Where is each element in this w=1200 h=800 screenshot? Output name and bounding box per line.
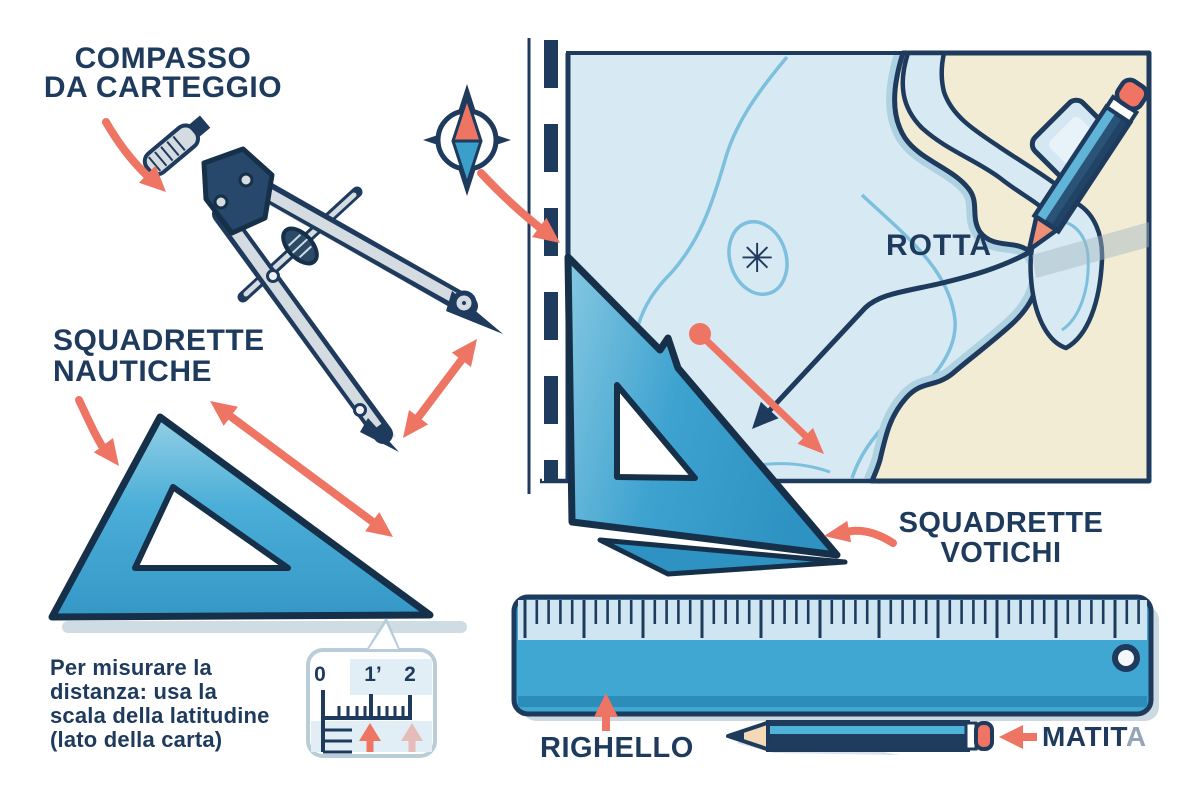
scale-arrow-solid <box>359 723 381 752</box>
note-line: Per misurare la <box>50 655 212 680</box>
note-line: scala della latitudine <box>50 703 270 728</box>
latitude-scale-strip <box>527 38 558 494</box>
label-squadrette-nautiche: SQUADRETTE NAUTICHE <box>53 325 265 387</box>
pencil-on-chart-icon <box>1026 77 1149 253</box>
arrow-squadrette2 <box>824 520 897 547</box>
label-squadrette-votichi: SQUADRETTE VOTICHI <box>878 508 1124 568</box>
set-square-hole <box>614 382 698 481</box>
ruler-icon <box>511 594 1159 721</box>
scale-number-one: 1’ <box>364 663 382 686</box>
route-line <box>752 249 1032 429</box>
rose-needle-south <box>451 139 483 186</box>
scale-number-two: 2 <box>404 663 416 686</box>
set-square-icon <box>48 413 467 633</box>
scale-arrow-faded <box>401 723 423 752</box>
label-line: COMPASSO <box>74 42 252 75</box>
pencil-eraser <box>1114 77 1149 111</box>
arrow-squadrette <box>75 396 119 466</box>
ruler-hole <box>1112 644 1140 672</box>
note-line: distanza: usa la <box>50 679 218 704</box>
set-square-under-sliver <box>597 537 848 577</box>
depth-contour-left <box>636 55 789 327</box>
measure-arrow-short <box>403 339 477 438</box>
arrow-matita <box>999 725 1037 749</box>
note-line: (lato della carta) <box>50 727 223 752</box>
label-rotta: ROTTA <box>886 229 993 262</box>
label-line: NAUTICHE <box>53 355 212 388</box>
pencil-eraser <box>974 721 994 751</box>
rock-glyph: ✳ <box>740 236 774 282</box>
route-arrowhead <box>752 401 779 429</box>
compass-handle <box>142 115 211 177</box>
label-matita-last: A <box>1125 721 1147 752</box>
set-square-shadow <box>62 621 467 633</box>
set-square-on-chart-icon <box>564 253 848 577</box>
waypoint-arrow <box>689 323 824 454</box>
inlet-lagoon-water <box>900 50 1105 351</box>
set-square-body <box>564 253 841 559</box>
arrow-compasso <box>102 118 166 192</box>
divider-compass-icon <box>142 115 503 452</box>
compass-rose-icon <box>423 84 511 196</box>
label-righello: RIGHELLO <box>540 732 694 764</box>
pencil-icon <box>726 720 994 755</box>
scale-number-zero: 0 <box>314 663 326 686</box>
depth-contour-right <box>850 193 957 479</box>
label-line: DA CARTEGGIO <box>43 71 283 104</box>
label-line: VOTICHI <box>940 537 1062 569</box>
label-matita: MATITA <box>1042 721 1147 753</box>
scale-drawing <box>321 690 412 754</box>
arrow-righello <box>594 693 618 731</box>
compass-head <box>201 146 275 236</box>
compass-needle-left <box>360 418 399 452</box>
label-matita-main: MATIT <box>1042 721 1126 752</box>
label-line: SQUADRETTE <box>53 324 265 357</box>
latitude-scale-callout <box>306 619 437 758</box>
set-square-hole <box>132 484 291 571</box>
ruler-ticks <box>518 600 1147 640</box>
glare-band <box>1032 222 1149 278</box>
label-distance-note: Per misurare la distanza: usa la scala d… <box>50 656 270 752</box>
rock-symbol: ✳ <box>727 220 789 296</box>
arrow-compass-rose <box>477 169 560 243</box>
label-line: SQUADRETTE <box>898 507 1104 539</box>
measure-arrow-long <box>210 401 393 537</box>
lagoon-contour <box>1051 219 1090 332</box>
label-compasso-da-carteggio: COMPASSO DA CARTEGGIO <box>42 42 284 104</box>
